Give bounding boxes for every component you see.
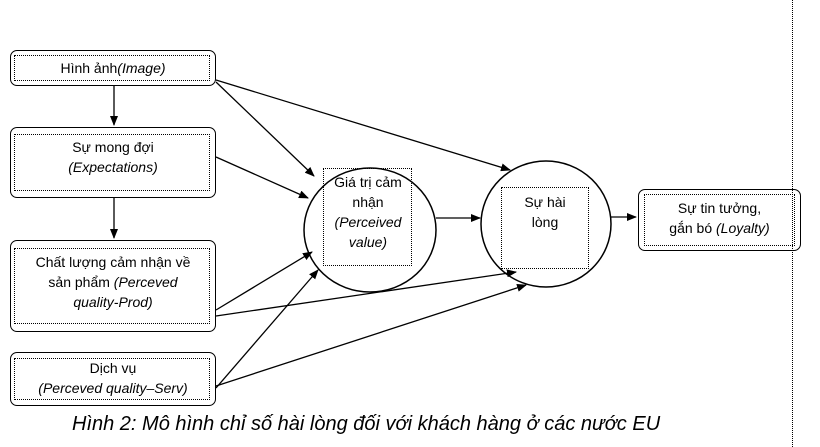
quality-prod-line3-english: quality-Prod) <box>73 294 153 310</box>
quality-prod-inner <box>14 248 210 324</box>
arrow-service-to-satisfaction <box>215 283 527 387</box>
quality-prod-line1: Chất lượng cảm nhận về <box>35 254 191 270</box>
satisfaction-inner <box>501 187 589 269</box>
service-label: Dịch vụ (Perceved quality–Serv) <box>10 358 216 398</box>
arrow-image-to-satisfaction <box>215 79 511 172</box>
service-box <box>10 352 216 406</box>
quality-prod-box <box>10 240 216 332</box>
satisfaction-line1: Sự hài <box>524 194 566 210</box>
loyalty-line2: gắn bó <box>669 220 717 236</box>
expectations-label-english: (Expectations) <box>68 159 158 175</box>
expectations-inner <box>14 134 210 191</box>
arrow-service-to-value <box>215 269 319 389</box>
service-label-english: (Perceved quality–Serv) <box>38 380 188 396</box>
service-label-text: Dịch vụ <box>89 360 137 376</box>
value-inner <box>323 168 412 266</box>
image-label-text: Hình ảnh <box>60 60 118 76</box>
service-inner <box>14 358 210 400</box>
value-label: Giá trị cảm nhận (Perceived value) <box>318 172 418 252</box>
quality-prod-label: Chất lượng cảm nhận về sản phẩm (Perceve… <box>10 252 216 312</box>
image-box <box>10 50 216 86</box>
image-inner <box>14 55 210 81</box>
image-label: Hình ảnh(Image) <box>10 58 216 78</box>
arrow-image-to-value <box>215 81 315 177</box>
expectations-box <box>10 127 216 198</box>
loyalty-label: Sự tin tưởng, gắn bó (Loyalty) <box>638 198 801 238</box>
expectations-label-text: Sự mong đợi <box>72 139 154 155</box>
loyalty-line2-english: (Loyalty) <box>716 220 770 236</box>
satisfaction-ellipse <box>480 160 612 288</box>
expectations-label: Sự mong đợi (Expectations) <box>10 137 216 177</box>
value-line2: nhận <box>352 194 384 210</box>
arrow-quality-to-value <box>215 251 313 311</box>
satisfaction-label: Sự hài lòng <box>501 192 589 232</box>
arrow-quality-to-satisfaction <box>215 269 517 317</box>
satisfaction-line2: lòng <box>531 214 559 230</box>
loyalty-line1: Sự tin tưởng, <box>677 200 762 216</box>
quality-prod-line2: sản phẩm <box>48 274 114 290</box>
loyalty-box <box>638 189 801 251</box>
figure-caption: Hình 2: Mô hình chỉ số hài lòng đối với … <box>72 413 661 435</box>
quality-prod-line2-english: (Perceved <box>113 274 178 290</box>
arrow-expectations-to-value <box>215 156 309 199</box>
page-edge-line <box>792 0 793 447</box>
value-line4-english: value) <box>348 234 388 250</box>
value-line1: Giá trị cảm <box>334 174 402 190</box>
image-label-english: (Image) <box>117 60 166 76</box>
value-line3-english: (Perceived <box>334 214 402 230</box>
loyalty-inner <box>644 194 795 246</box>
